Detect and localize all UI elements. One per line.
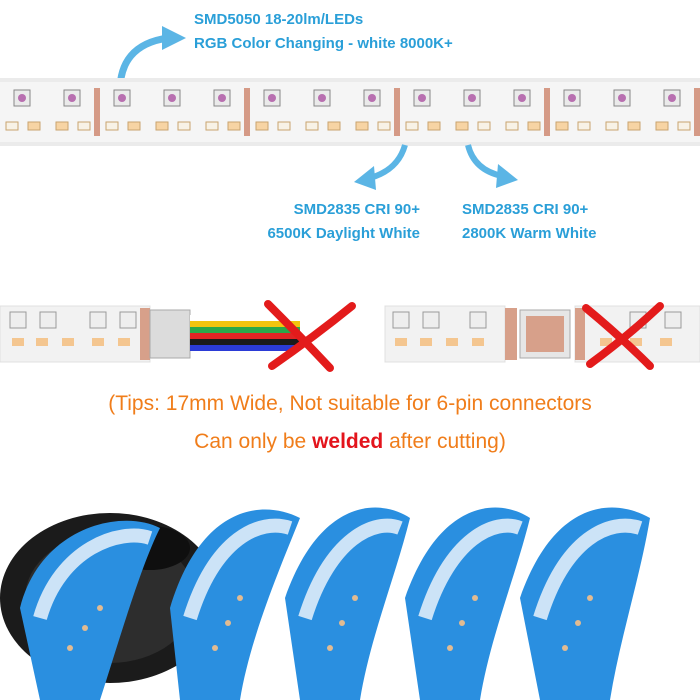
rgb-led-dot [218, 94, 226, 102]
arrow-icon [465, 144, 518, 188]
smd2835-chip [477, 121, 491, 131]
solder-pad [244, 88, 250, 136]
smd2835-chip [255, 121, 269, 131]
rgb-led-dot [668, 94, 676, 102]
smd2835-warm-line2: 2800K Warm White [462, 225, 597, 242]
smd2835-chip [377, 121, 391, 131]
smd2835-chip [277, 121, 291, 131]
smd2835-chip [155, 121, 169, 131]
rgb-led-dot [68, 94, 76, 102]
rgb-led-dot [118, 94, 126, 102]
tips-line2: Can only be welded after cutting) [0, 430, 700, 454]
smd2835-chip [305, 121, 319, 131]
tips-line1: (Tips: 17mm Wide, Not suitable for 6-pin… [108, 392, 592, 415]
rgb-led-dot [518, 94, 526, 102]
tips-line2-before: Can only be [194, 430, 313, 453]
smd2835-chip [27, 121, 41, 131]
rgb-led-dot [618, 94, 626, 102]
smd2835-warm-callout: SMD2835 CRI 90+ 2800K Warm White [462, 198, 596, 246]
smd2835-daylight-line1: SMD2835 CRI 90+ [293, 201, 420, 218]
smd2835-chip [655, 121, 669, 131]
smd2835-chip [77, 121, 91, 131]
smd2835-chip [5, 121, 19, 131]
smd2835-chip [327, 121, 341, 131]
smd2835-chip [427, 121, 441, 131]
rgb-led-dot [268, 94, 276, 102]
smd2835-daylight-callout: SMD2835 CRI 90+ 6500K Daylight White [240, 198, 420, 246]
smd2835-chip [605, 121, 619, 131]
smd5050-line2: RGB Color Changing - white 8000K+ [194, 35, 453, 52]
connector-icon [519, 309, 571, 359]
arrow-icon [354, 144, 408, 190]
smd2835-warm-line1: SMD2835 CRI 90+ [462, 201, 589, 218]
led-chip [9, 311, 137, 346]
smd2835-chip [527, 121, 541, 131]
smd2835-daylight-line2: 6500K Daylight White [267, 225, 420, 242]
cross-mark-icon [582, 302, 664, 370]
smd2835-chip [205, 121, 219, 131]
cross-mark-icon [264, 300, 356, 372]
rgb-led-dot [468, 94, 476, 102]
rgb-led-dot [418, 94, 426, 102]
smd2835-chip [55, 121, 69, 131]
tips-emphasis: welded [312, 430, 384, 453]
rgb-led-dot [368, 94, 376, 102]
smd2835-chip [405, 121, 419, 131]
smd2835-chip [127, 121, 141, 131]
solder-pad [694, 88, 700, 136]
smd2835-chip [355, 121, 369, 131]
solder-pad [544, 88, 550, 136]
smd2835-chip [455, 121, 469, 131]
led-strip-image [0, 507, 650, 700]
solder-pad [94, 88, 100, 136]
smd2835-chip [577, 121, 591, 131]
smd5050-callout: SMD5050 18-20lm/LEDs RGB Color Changing … [194, 8, 453, 56]
smd2835-chip [505, 121, 519, 131]
smd5050-line1: SMD5050 18-20lm/LEDs [194, 11, 364, 28]
smd2835-chip [555, 121, 569, 131]
led-strip-image [0, 78, 700, 146]
smd2835-chip [627, 121, 641, 131]
solder-pad [394, 88, 400, 136]
connector-icon [149, 309, 300, 359]
tips-line2-after: after cutting) [383, 430, 506, 453]
rgb-led-dot [568, 94, 576, 102]
rgb-led-dot [18, 94, 26, 102]
smd2835-chip [677, 121, 691, 131]
smd2835-chip [177, 121, 191, 131]
smd2835-chip [105, 121, 119, 131]
connector-comparison [0, 300, 700, 372]
rgb-led-dot [318, 94, 326, 102]
rgb-led-dot [168, 94, 176, 102]
smd2835-chip [227, 121, 241, 131]
